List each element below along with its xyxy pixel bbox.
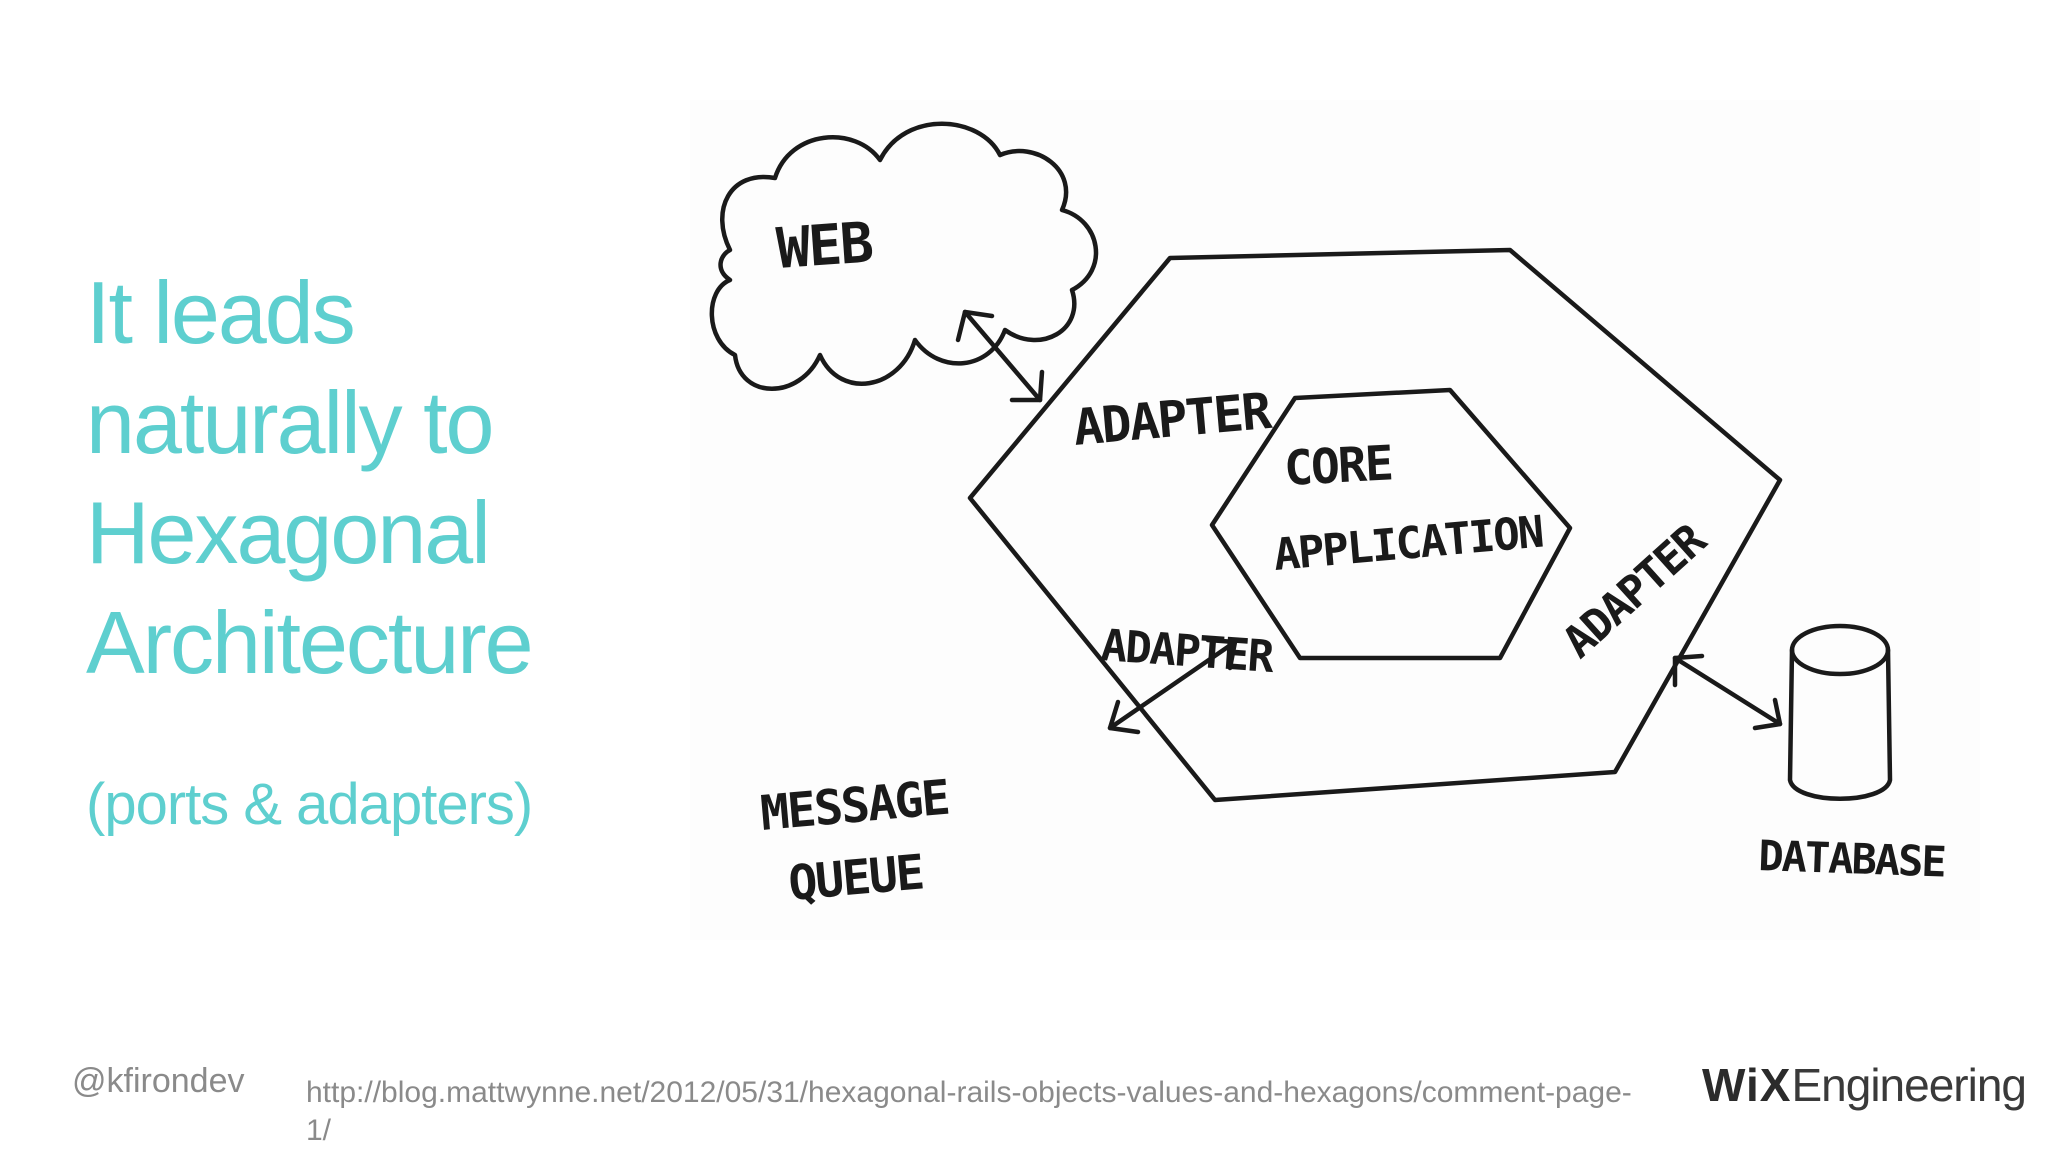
database-label: DATABASE xyxy=(1758,831,1946,886)
database-adapter-arrow xyxy=(1672,653,1783,731)
core-label-line-2: APPLICATION xyxy=(1272,507,1545,581)
message-queue-label-line-1: MESSAGE xyxy=(758,770,950,842)
web-label: WEB xyxy=(774,210,874,281)
slide-title: It leads naturally to Hexagonal Architec… xyxy=(86,258,646,698)
web-cloud-shape xyxy=(709,121,1099,391)
message-queue-label-line-2: QUEUE xyxy=(786,844,925,912)
database-cylinder-shape xyxy=(1787,623,1893,801)
wix-engineering-logo: WiXEngineering xyxy=(1702,1058,2027,1112)
source-url: http://blog.mattwynne.net/2012/05/31/hex… xyxy=(306,1076,1632,1147)
slide-subtitle: (ports & adapters) xyxy=(86,772,533,837)
outer-hexagon-shape xyxy=(967,247,1783,803)
hexagonal-architecture-diagram: WEB ADAPTER CORE APPLICATION ADAPTER ADA… xyxy=(690,100,1980,940)
title-line-2: naturally to xyxy=(86,373,494,472)
logo-wix-text: WiX xyxy=(1702,1059,1792,1111)
queue-adapter-arrow xyxy=(1107,637,1238,735)
core-hexagon-shape xyxy=(1209,387,1573,661)
core-label-line-1: CORE xyxy=(1283,435,1393,497)
title-line-3: Hexagonal xyxy=(86,483,491,582)
adapter-left-label: ADAPTER xyxy=(1099,620,1276,683)
adapter-right-label: ADAPTER xyxy=(1553,514,1716,668)
diagram-canvas: WEB ADAPTER CORE APPLICATION ADAPTER ADA… xyxy=(709,121,1946,912)
title-line-4: Architecture xyxy=(86,593,534,692)
title-line-1: It leads xyxy=(86,263,356,362)
author-handle: @kfirondev xyxy=(72,1062,245,1100)
adapter-top-label: ADAPTER xyxy=(1071,382,1275,457)
logo-engineering-text: Engineering xyxy=(1791,1059,2027,1111)
web-adapter-arrow xyxy=(955,309,1045,403)
